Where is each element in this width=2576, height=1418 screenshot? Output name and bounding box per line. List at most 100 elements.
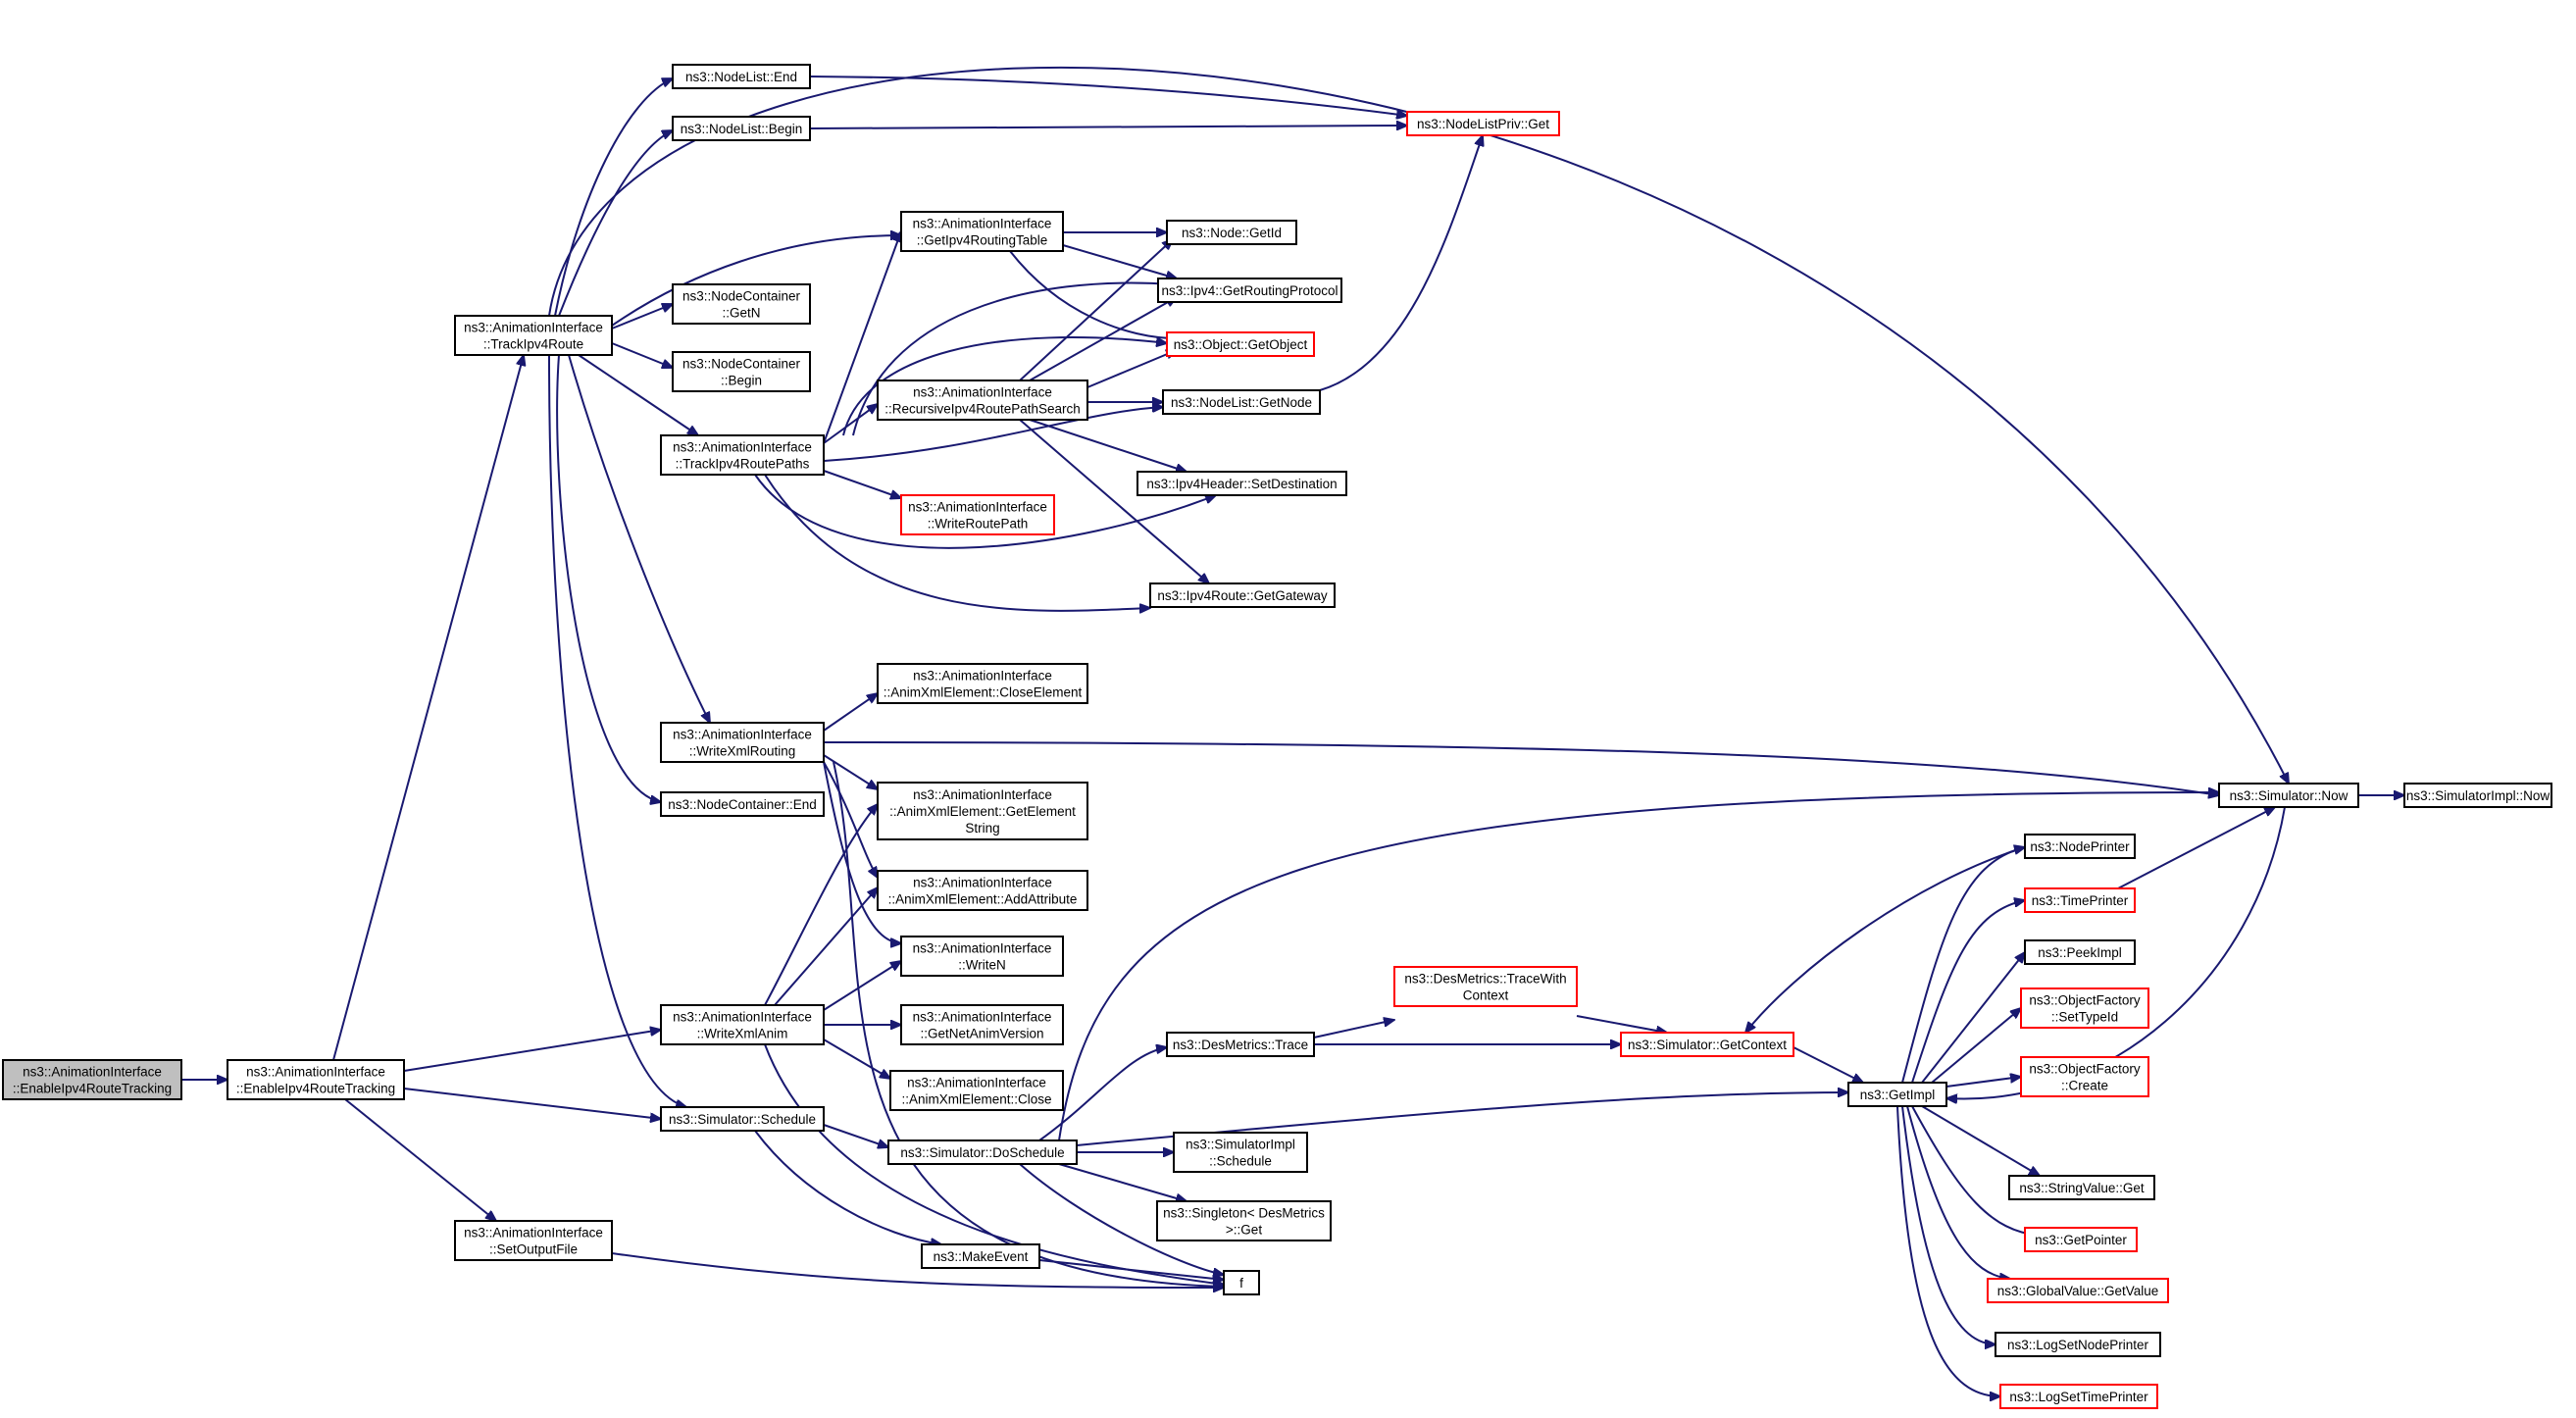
node-nodelist_end[interactable]: ns3::NodeList::End [672,64,811,89]
node-ipv4route_getgw[interactable]: ns3::Ipv4Route::GetGateway [1149,582,1336,608]
node-getelementstring[interactable]: ns3::AnimationInterface::AnimXmlElement:… [877,782,1088,840]
node-box-singleton_get [1156,1200,1332,1241]
node-sim_getcontext[interactable]: ns3::Simulator::GetContext [1620,1032,1794,1057]
node-label-nodelist_end: ns3::NodeList::End [685,70,797,84]
node-box-getrouting [900,211,1064,252]
node-label-desmetrics_trace: ns3::DesMetrics::Trace [1173,1038,1308,1052]
edge-trackpaths-to-getrouting [823,231,901,444]
node-root[interactable]: ns3::AnimationInterface::EnableIpv4Route… [2,1059,182,1100]
edge-nodeprinter-to-sim_getcontext [1745,846,2026,1033]
node-nodelistpriv_get[interactable]: ns3::NodeListPriv::Get [1406,111,1560,136]
node-box-nodelistpriv_get [1406,111,1560,136]
node-getpointer[interactable]: ns3::GetPointer [2024,1227,2138,1252]
node-box-timeprinter [2024,887,2136,913]
node-logsetnodeprinter[interactable]: ns3::LogSetNodePrinter [1995,1332,2161,1357]
node-writen[interactable]: ns3::AnimationInterface::WriteN [900,936,1064,977]
node-nc_end[interactable]: ns3::NodeContainer::End [660,791,825,817]
node-writexmlanim[interactable]: ns3::AnimationInterface::WriteXmlAnim [660,1004,825,1045]
node-label-closeelement: ::AnimXmlElement::CloseElement [884,685,1083,700]
call-nodes: ns3::AnimationInterface::EnableIpv4Route… [2,64,2552,1409]
node-nodelist_getnode[interactable]: ns3::NodeList::GetNode [1162,389,1321,415]
node-of_create[interactable]: ns3::ObjectFactory::Create [2020,1056,2149,1097]
node-label-nc_getn: ns3::NodeContainer [682,289,801,304]
node-label-writen: ns3::AnimationInterface [913,941,1052,956]
node-ipv4_getrp[interactable]: ns3::Ipv4::GetRoutingProtocol [1157,278,1342,303]
node-getrouting[interactable]: ns3::AnimationInterface::GetIpv4RoutingT… [900,211,1064,252]
node-simimpl_schedule[interactable]: ns3::SimulatorImpl::Schedule [1173,1132,1308,1173]
node-label-of_create: ::Create [2061,1079,2108,1093]
node-box-simimpl_schedule [1173,1132,1308,1173]
node-desmetrics_trace[interactable]: ns3::DesMetrics::Trace [1166,1032,1315,1057]
node-doschedule[interactable]: ns3::Simulator::DoSchedule [887,1139,1078,1165]
node-label-close: ::AnimXmlElement::Close [901,1092,1051,1107]
edge-writexmlanim-to-getelementstring [764,804,878,1006]
node-setoutput[interactable]: ns3::AnimationInterface::SetOutputFile [454,1220,613,1261]
node-box-node_getid [1166,220,1297,245]
node-label-nodelist_getnode: ns3::NodeList::GetNode [1171,395,1312,410]
node-logsettimeprinter[interactable]: ns3::LogSetTimePrinter [1999,1384,2158,1409]
node-label-nodelist_begin: ns3::NodeList::Begin [681,122,803,136]
node-peekimpl[interactable]: ns3::PeekImpl [2024,939,2136,965]
node-track[interactable]: ns3::AnimationInterface::TrackIpv4Route [454,315,613,356]
node-label-f: f [1239,1276,1243,1291]
node-timeprinter[interactable]: ns3::TimePrinter [2024,887,2136,913]
node-label-tracewithcontext: ns3::DesMetrics::TraceWith [1404,972,1566,987]
node-label-tracewithcontext: Context [1463,988,1509,1003]
node-singleton_get[interactable]: ns3::Singleton< DesMetrics>::Get [1156,1200,1332,1241]
node-label-singleton_get: >::Get [1226,1223,1262,1238]
node-label-addattribute: ::AnimXmlElement::AddAttribute [888,892,1078,907]
node-f[interactable]: f [1223,1270,1260,1295]
node-globalvalue_getvalue[interactable]: ns3::GlobalValue::GetValue [1987,1278,2169,1303]
node-box-getelementstring [877,782,1088,840]
node-label-simimpl_schedule: ns3::SimulatorImpl [1186,1138,1295,1152]
node-enable[interactable]: ns3::AnimationInterface::EnableIpv4Route… [227,1059,405,1100]
node-addattribute[interactable]: ns3::AnimationInterface::AnimXmlElement:… [877,870,1088,911]
node-box-close [889,1070,1064,1111]
node-of_settypeid[interactable]: ns3::ObjectFactory::SetTypeId [2020,988,2149,1029]
node-box-writeroutepath [900,494,1055,535]
node-label-writexmlrouting: ::WriteXmlRouting [689,744,796,759]
node-closeelement[interactable]: ns3::AnimationInterface::AnimXmlElement:… [877,663,1088,704]
node-box-ipv4_getrp [1157,278,1342,303]
node-label-timeprinter: ns3::TimePrinter [2032,893,2129,908]
node-label-root: ::EnableIpv4RouteTracking [13,1082,172,1096]
node-object_getobject[interactable]: ns3::Object::GetObject [1166,331,1315,357]
edge-doschedule-to-sim_now [1058,792,2219,1141]
edge-enable-to-sim_schedule [403,1088,661,1119]
node-ipv4header_setdest[interactable]: ns3::Ipv4Header::SetDestination [1136,471,1347,496]
node-recursive[interactable]: ns3::AnimationInterface::RecursiveIpv4Ro… [877,380,1088,421]
node-trackpaths[interactable]: ns3::AnimationInterface::TrackIpv4RouteP… [660,434,825,476]
edge-getimpl-to-of_settypeid [1931,1008,2021,1084]
node-nc_begin[interactable]: ns3::NodeContainer::Begin [672,351,811,392]
node-box-recursive [877,380,1088,421]
node-sim_schedule[interactable]: ns3::Simulator::Schedule [660,1106,825,1132]
node-getimpl[interactable]: ns3::GetImpl [1847,1082,1947,1107]
node-simimpl_now[interactable]: ns3::SimulatorImpl::Now [2403,783,2552,808]
edge-enable-to-writexmlanim [403,1030,661,1072]
node-label-writeroutepath: ::WriteRoutePath [928,517,1029,532]
node-writexmlrouting[interactable]: ns3::AnimationInterface::WriteXmlRouting [660,722,825,763]
node-label-getrouting: ::GetIpv4RoutingTable [917,233,1048,248]
node-nc_getn[interactable]: ns3::NodeContainer::GetN [672,283,811,325]
node-makeevent[interactable]: ns3::MakeEvent [921,1243,1040,1269]
node-close[interactable]: ns3::AnimationInterface::AnimXmlElement:… [889,1070,1064,1111]
node-box-globalvalue_getvalue [1987,1278,2169,1303]
edge-recursive-to-ipv4route_getgw [1019,419,1209,583]
node-label-nodelistpriv_get: ns3::NodeListPriv::Get [1417,117,1549,131]
node-box-sim_now [2218,783,2359,808]
node-label-peekimpl: ns3::PeekImpl [2038,945,2122,960]
node-label-enable: ns3::AnimationInterface [246,1065,385,1080]
node-label-of_settypeid: ::SetTypeId [2051,1010,2118,1025]
node-node_getid[interactable]: ns3::Node::GetId [1166,220,1297,245]
edge-getimpl-to-globalvalue_getvalue [1906,1105,2010,1279]
node-nodeprinter[interactable]: ns3::NodePrinter [2024,834,2136,859]
node-stringvalue_get[interactable]: ns3::StringValue::Get [2008,1175,2155,1200]
node-nodelist_begin[interactable]: ns3::NodeList::Begin [672,116,811,141]
node-getnetanimversion[interactable]: ns3::AnimationInterface::GetNetAnimVersi… [900,1004,1064,1045]
edge-desmetrics_trace-to-tracewithcontext [1313,1020,1394,1038]
node-sim_now[interactable]: ns3::Simulator::Now [2218,783,2359,808]
call-edges [181,66,2404,1396]
node-writeroutepath[interactable]: ns3::AnimationInterface::WriteRoutePath [900,494,1055,535]
